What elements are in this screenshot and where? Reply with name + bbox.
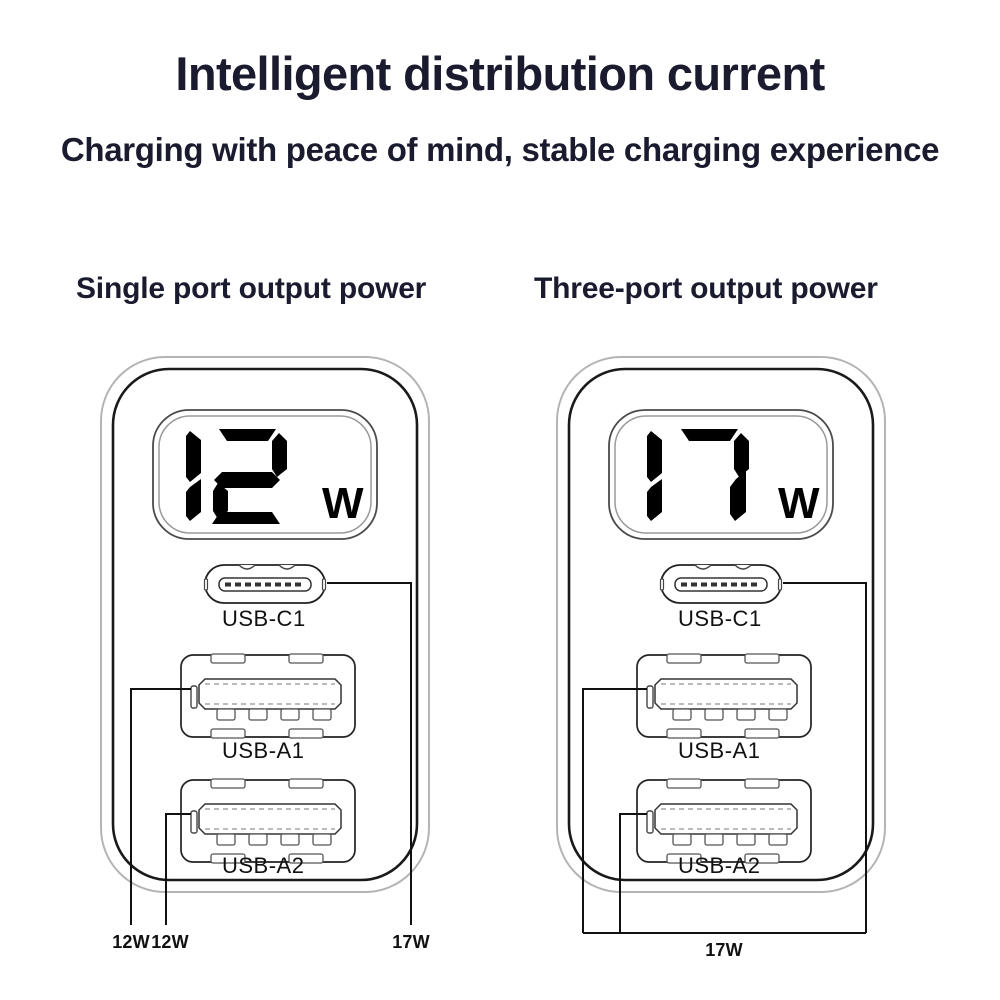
callout-line-usb-a2-right xyxy=(619,813,647,933)
lcd-display-single: W xyxy=(186,429,364,528)
callout-line-usb-c1-right xyxy=(783,582,867,933)
lcd-digit-1 xyxy=(186,431,201,521)
port-usb-a1-left[interactable] xyxy=(180,653,356,739)
page-title: Intelligent distribution current xyxy=(175,47,825,100)
callout-label-total-right: 17W xyxy=(705,940,743,960)
callout-line-usb-a1-right xyxy=(582,688,647,933)
port-usb-c1-right[interactable] xyxy=(658,563,784,605)
port-usb-c1-left[interactable] xyxy=(202,563,328,605)
lcd-digit-7-right xyxy=(681,429,749,521)
page-subtitle: Charging with peace of mind, stable char… xyxy=(60,131,940,168)
lcd-digit-1-right xyxy=(647,431,662,521)
panel-heading-single-port: Single port output power xyxy=(76,272,427,305)
callout-label-usb-a1-left: 12W xyxy=(112,932,150,952)
callout-label-usb-a2-left: 12W xyxy=(151,932,189,952)
panel-heading-three-port: Three-port output power xyxy=(534,272,878,305)
port-usb-a1-right[interactable] xyxy=(636,653,812,739)
display-bezel-inner-right xyxy=(614,415,828,534)
port-label-usb-a1-left: USB-A1 xyxy=(222,738,304,763)
charger-three-port: W USB-C1 USB-A1 USB-A2 17W xyxy=(556,356,886,960)
callout-line-usb-a1-left xyxy=(130,688,191,925)
port-label-usb-a2-left: USB-A2 xyxy=(222,853,304,878)
lcd-digit-2 xyxy=(212,429,287,524)
display-unit-left: W xyxy=(322,479,364,528)
lcd-display-three: W xyxy=(647,429,820,528)
callout-label-usb-c1-left: 17W xyxy=(392,932,430,952)
callout-line-usb-c1-left xyxy=(327,582,412,925)
port-label-usb-a2-right: USB-A2 xyxy=(678,853,760,878)
port-label-usb-a1-right: USB-A1 xyxy=(678,738,760,763)
callout-line-usb-a2-left xyxy=(165,813,191,925)
charger-single-port: W USB-C1 USB-A1 USB-A2 12 xyxy=(100,356,430,952)
port-label-usb-c1-right: USB-C1 xyxy=(678,606,762,631)
port-label-usb-c1-left: USB-C1 xyxy=(222,606,306,631)
display-unit-right: W xyxy=(778,479,820,528)
port-usb-a2-left[interactable] xyxy=(180,778,356,864)
port-usb-a2-right[interactable] xyxy=(636,778,812,864)
